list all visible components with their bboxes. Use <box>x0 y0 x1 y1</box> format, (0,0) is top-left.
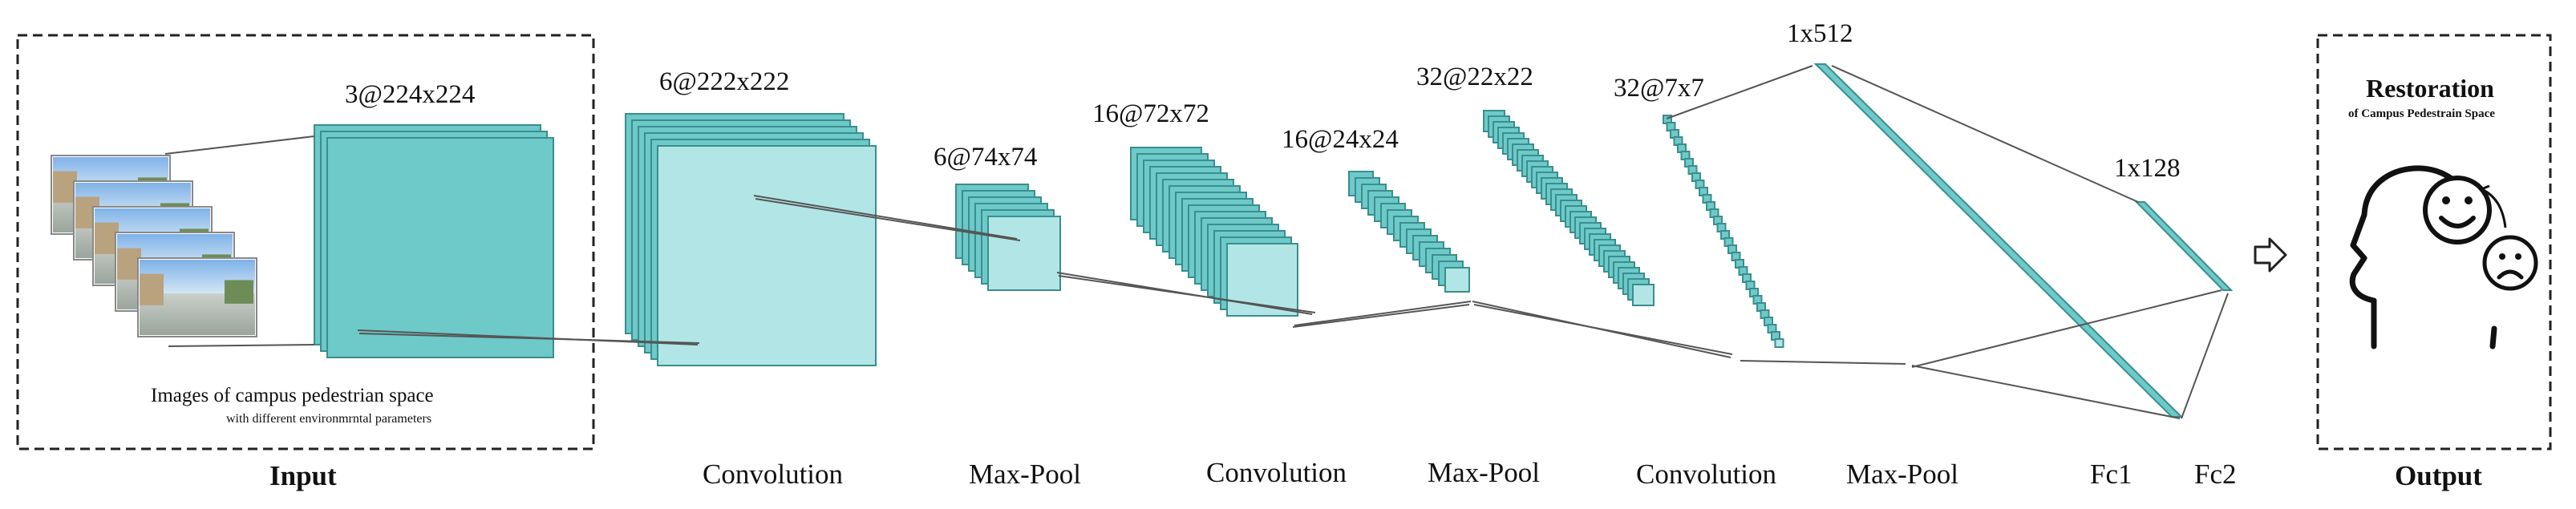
stage-conv2-label: Convolution <box>1206 457 1347 488</box>
stage-fc1-label: Fc1 <box>2090 459 2132 490</box>
stage-conv1-label: Convolution <box>703 459 844 490</box>
output-subtitle: of Campus Pedestrain Space <box>2348 107 2495 120</box>
connection-line <box>1831 65 2139 203</box>
stage-fc2-label: Fc2 <box>2194 459 2237 490</box>
connection-line <box>2181 293 2229 419</box>
input-caption-main: Images of campus pedestrian space <box>151 385 434 406</box>
input-maps-map <box>326 137 554 358</box>
connection-line <box>1473 304 1733 355</box>
pool3-maps-map <box>1774 338 1784 348</box>
connection-line <box>1911 289 2222 368</box>
conv1-maps-map <box>657 145 877 366</box>
stage-output-label: Output <box>2395 460 2482 491</box>
output-title: Restoration <box>2366 74 2494 103</box>
sad-face-icon <box>2482 235 2538 291</box>
conv1-dim-label: 6@222x222 <box>659 67 790 96</box>
input-maps <box>314 124 554 358</box>
smiley-face-icon <box>2423 176 2492 244</box>
campus-image-stack <box>51 155 257 337</box>
conv3-maps <box>1483 110 1655 306</box>
conv3-maps-map <box>1632 284 1655 306</box>
connection-line <box>1666 65 1813 119</box>
connection-line <box>1294 301 1472 326</box>
connection-line <box>1058 275 1316 313</box>
conv1-maps <box>625 113 877 366</box>
stage-pool3-label: Max-Pool <box>1846 459 1958 490</box>
fc1-dim-label: 1x512 <box>1787 19 1853 48</box>
campus-photo <box>137 257 257 337</box>
input-caption-sub: with different environmrntal parameters <box>226 412 432 426</box>
feature-map-stacks <box>314 63 2234 418</box>
connection-line <box>168 344 315 347</box>
connection-line <box>753 195 1018 240</box>
pool2-dim-label: 16@24x24 <box>1282 125 1399 154</box>
input-dim-label: 3@224x224 <box>345 80 476 109</box>
connection-line <box>1292 304 1470 328</box>
pool1-dim-label: 6@74x74 <box>934 143 1038 172</box>
fc2-bar <box>2134 201 2234 291</box>
stage-pool2-label: Max-Pool <box>1428 457 1540 488</box>
stage-conv3-label: Convolution <box>1636 459 1777 490</box>
pool3-dim-label: 32@7x7 <box>1614 74 1704 103</box>
pool2-maps-map <box>1444 267 1470 293</box>
connection-line <box>1911 365 2181 419</box>
connection-line <box>755 198 1021 241</box>
output-panel-frame <box>2316 34 2552 450</box>
stage-pool1-label: Max-Pool <box>969 459 1081 490</box>
curved-arrow-icon <box>2484 189 2507 228</box>
pool1-maps-map <box>987 216 1061 291</box>
arrow-right-icon <box>2254 237 2287 273</box>
connection-line <box>1740 360 1906 365</box>
pool1-maps <box>955 184 1061 291</box>
input-panel-frame <box>16 34 595 450</box>
conv3-dim-label: 32@22x22 <box>1416 63 1533 91</box>
pool2-maps <box>1348 171 1470 293</box>
stage-input-label: Input <box>269 460 337 491</box>
conv2-maps-map <box>1226 243 1298 317</box>
connection-line <box>164 135 315 155</box>
connection-lines <box>164 65 2229 419</box>
conv2-dim-label: 16@72x72 <box>1092 99 1209 128</box>
connection-line <box>358 333 700 344</box>
pool3-maps <box>1663 115 1784 348</box>
conv2-maps <box>1130 147 1298 317</box>
fc2-dim-label: 1x128 <box>2114 154 2181 183</box>
